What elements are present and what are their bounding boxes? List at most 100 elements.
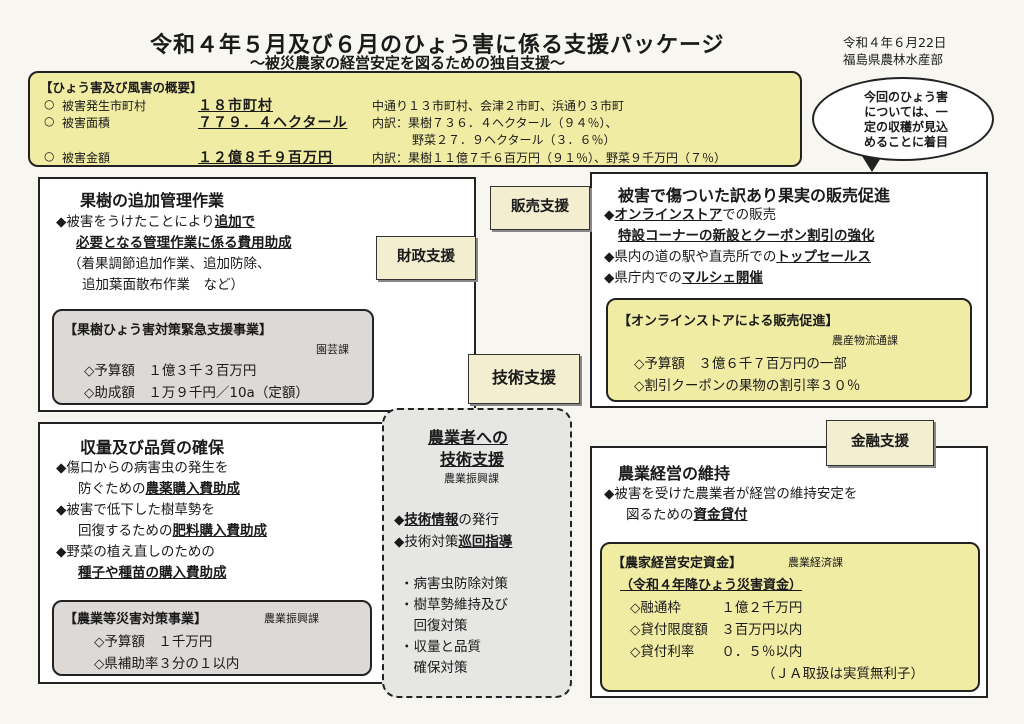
text-emphasis: マルシェ開催 xyxy=(681,270,763,286)
program-budget: ◇予算額 １億３千３百万円 xyxy=(84,363,257,379)
panel-line: ◆被害をうけたことにより追加で xyxy=(56,212,255,232)
panel-yield-quality: 収量及び品質の確保 ◆傷口からの病害虫の発生を 防ぐための農薬購入費助成 ◆被害… xyxy=(38,422,384,684)
bubble-line: めることに着目 xyxy=(863,135,948,149)
text-emphasis: 資金貸付 xyxy=(693,507,748,523)
tag-financing-support: 金融支援 xyxy=(826,420,934,466)
center-technical-support: 農業者への 技術支援 農業振興課 ◆技術情報の発行 ◆技術対策巡回指導 ・病害虫… xyxy=(382,408,572,698)
center-list: ・病害虫防除対策 ・樹草勢維持及び 回復対策 ・収量と品質 確保対策 xyxy=(400,574,508,679)
program-dept: 農業経済課 xyxy=(788,556,843,569)
panel-line: ◆傷口からの病害虫の発生を xyxy=(56,460,229,476)
tag-sales-support: 販売支援 xyxy=(490,186,590,230)
tag-technical-support: 技術支援 xyxy=(468,354,580,404)
program-title: 【果樹ひょう害対策緊急支援事業】 xyxy=(64,323,273,338)
panel-line-emphasis: 必要となる管理作業に係る費用助成 xyxy=(76,235,292,251)
speech-bubble: 今回のひょう害 については、一 定の収穫が見込 めることに着目 xyxy=(812,77,994,161)
program-line: ◇貸付限度額 ３百万円以内 xyxy=(630,622,803,638)
program-title: 【農業等災害対策事業】 xyxy=(64,612,208,627)
program-dept: 園芸課 xyxy=(316,343,349,356)
overview-value: １２億８千９百万円 xyxy=(198,150,333,166)
panel-farm-management: 農業経営の維持 ◆被害を受けた農業者が経営の維持安定を 図るための資金貸付 【農… xyxy=(590,446,988,698)
bullet-circle: ○ xyxy=(44,149,55,163)
overview-value: ７７９．４ヘクタール xyxy=(198,115,348,131)
program-title: 【オンラインストアによる販売促進】 xyxy=(618,314,839,329)
program-title: 【農家経営安定資金】 xyxy=(612,556,743,571)
panel-title: 被害で傷ついた訳あり果実の販売促進 xyxy=(618,186,891,205)
panel-line: 追加葉面散布作業 など） xyxy=(82,277,244,293)
program-box-online-store: 【オンラインストアによる販売促進】 農産物流通課 ◇予算額 ３億６千７百万円の一… xyxy=(606,298,972,402)
program-rate: ◇県補助率３分の１以内 xyxy=(94,656,240,672)
text-emphasis: オンラインストア xyxy=(614,207,723,223)
panel-line: 防ぐための農薬購入費助成 xyxy=(78,479,240,499)
panel-line-emphasis: 特設コーナーの新設とクーポン割引の強化 xyxy=(618,228,875,244)
center-title: 技術支援 xyxy=(440,450,505,469)
text-emphasis: 巡回指導 xyxy=(458,534,513,550)
damage-overview-box: 【ひょう害及び風害の概要】 ○ 被害発生市町村 １８市町村 中通り１３市町村、会… xyxy=(28,71,802,167)
text: ◆ xyxy=(394,512,405,528)
program-line: ◇融通枠 １億２千万円 xyxy=(630,600,803,616)
text: 回復するための xyxy=(78,523,173,539)
overview-label: 被害金額 xyxy=(62,151,111,165)
text: ◆技術対策 xyxy=(394,534,459,550)
overview-detail: 内訳：果樹７３６．４ヘクタール（９４％）、 xyxy=(372,116,618,130)
center-line: ◆技術情報の発行 xyxy=(394,508,499,528)
program-rate: ◇助成額 １万９千円／10a（定額） xyxy=(84,385,309,401)
overview-label: 被害面積 xyxy=(62,116,111,130)
bubble-text: 今回のひょう害 については、一 定の収穫が見込 めることに着目 xyxy=(838,90,974,150)
panel-sales-promotion: 被害で傷ついた訳あり果実の販売促進 ◆オンラインストアでの販売 特設コーナーの新… xyxy=(590,172,988,408)
program-dept: 農産物流通課 xyxy=(832,334,898,347)
overview-label: 被害発生市町村 xyxy=(62,99,147,113)
center-dept: 農業振興課 xyxy=(444,472,499,485)
program-box-stability-fund: 【農家経営安定資金】 農業経済課 （令和４年降ひょう災害資金） ◇融通枠 １億２… xyxy=(600,542,980,692)
panel-line: ◆野菜の植え直しのための xyxy=(56,544,215,560)
bullet-circle: ○ xyxy=(44,97,55,111)
issuing-org: 福島県農林水産部 xyxy=(843,52,944,67)
bullet-circle: ○ xyxy=(44,114,55,128)
page-subtitle: 〜被災農家の経営安定を図るための独自支援〜 xyxy=(250,54,566,72)
program-box-disaster: 【農業等災害対策事業】 農業振興課 ◇予算額 １千万円 ◇県補助率３分の１以内 xyxy=(52,600,372,676)
text-emphasis: 技術情報 xyxy=(404,512,459,528)
overview-detail-2: 野菜２７．９ヘクタール（３．６％） xyxy=(412,133,616,147)
text: ◆ xyxy=(604,207,615,223)
program-line: ◇貸付利率 ０．５％以内 xyxy=(630,644,803,660)
list-item: 確保対策 xyxy=(400,660,468,676)
panel-title: 農業経営の維持 xyxy=(618,464,731,483)
program-rate: ◇割引クーポンの果物の割引率３０％ xyxy=(634,378,861,394)
program-dept: 農業振興課 xyxy=(264,612,319,625)
panel-line: ◆被害を受けた農業者が経営の維持安定を xyxy=(604,486,858,502)
list-item: ・病害虫防除対策 xyxy=(400,576,508,592)
issue-info: 令和４年６月22日 福島県農林水産部 xyxy=(843,34,946,68)
page-title: 令和４年５月及び６月のひょう害に係る支援パッケージ xyxy=(150,33,725,58)
panel-line: （着果調節追加作業、追加防除、 xyxy=(68,256,271,272)
program-box-fruit-hail: 【果樹ひょう害対策緊急支援事業】 園芸課 ◇予算額 １億３千３百万円 ◇助成額 … xyxy=(52,309,374,405)
panel-line-emphasis: 種子や種苗の購入費助成 xyxy=(78,565,227,581)
overview-value: １８市町村 xyxy=(198,98,273,114)
text-emphasis: 農薬購入費助成 xyxy=(145,481,241,497)
bubble-line: 定の収穫が見込 xyxy=(863,120,948,134)
tag-financial-support: 財政支援 xyxy=(376,236,476,280)
panel-fruit-management: 果樹の追加管理作業 ◆被害をうけたことにより追加で 必要となる管理作業に係る費用… xyxy=(38,177,476,412)
list-item: ・収量と品質 xyxy=(400,639,481,655)
text: ◆被害をうけたことにより xyxy=(56,214,215,230)
panel-line: ◆県内の道の駅や直売所でのトップセールス xyxy=(604,247,871,267)
panel-line: 図るための資金貸付 xyxy=(626,505,748,525)
panel-title: 果樹の追加管理作業 xyxy=(80,191,225,210)
text: 防ぐための xyxy=(78,481,146,497)
list-item: 回復対策 xyxy=(400,618,468,634)
panel-line: ◆オンラインストアでの販売 xyxy=(604,205,776,225)
text: の発行 xyxy=(458,512,499,528)
bubble-tail xyxy=(862,156,882,172)
program-budget: ◇予算額 １千万円 xyxy=(94,634,213,650)
panel-line: ◆県庁内でのマルシェ開催 xyxy=(604,268,763,288)
text: ◆県庁内での xyxy=(604,270,682,286)
program-budget: ◇予算額 ３億６千７百万円の一部 xyxy=(634,356,847,372)
panel-line: 回復するための肥料購入費助成 xyxy=(78,521,267,541)
text-emphasis: 肥料購入費助成 xyxy=(172,523,268,539)
text-emphasis: トップセールス xyxy=(776,249,871,265)
overview-heading: 【ひょう害及び風害の概要】 xyxy=(40,80,203,95)
panel-title: 収量及び品質の確保 xyxy=(80,438,225,457)
center-title: 農業者への xyxy=(428,428,509,447)
bubble-line: 今回のひょう害 xyxy=(863,90,948,104)
center-line: ◆技術対策巡回指導 xyxy=(394,530,512,550)
text: での販売 xyxy=(722,207,777,223)
list-item: ・樹草勢維持及び xyxy=(400,597,508,613)
